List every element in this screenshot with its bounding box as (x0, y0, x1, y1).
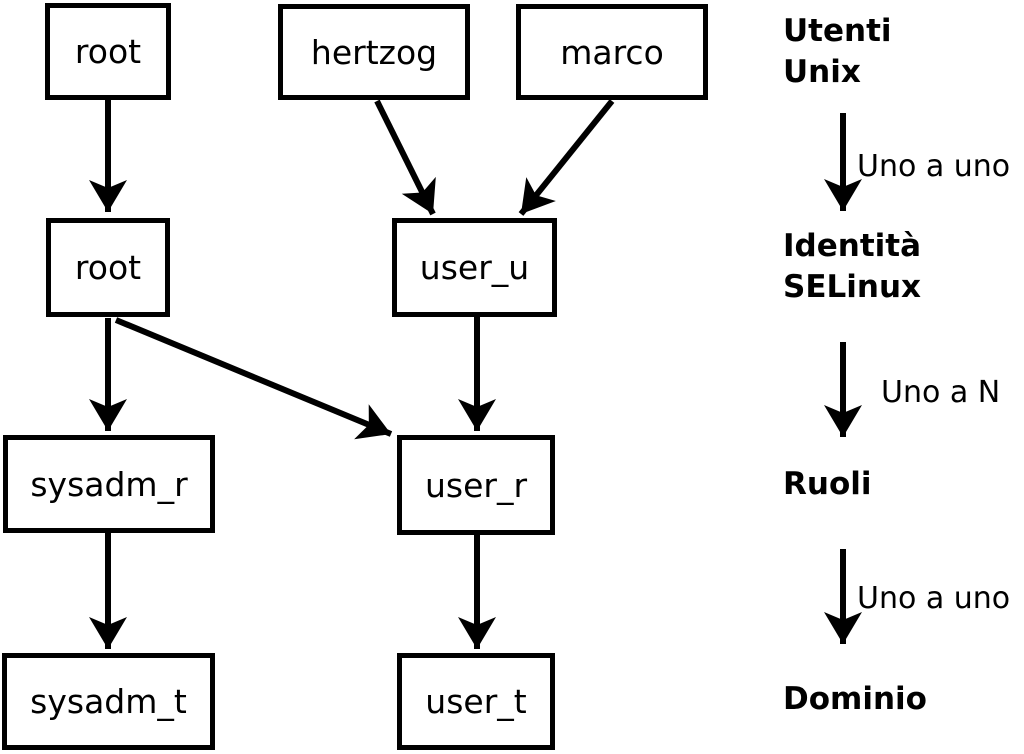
node-hertzog: hertzog (278, 4, 470, 100)
node-user-u: user_u (392, 218, 557, 317)
legend-stage-utenti-unix: Utenti Unix (783, 13, 892, 90)
node-user-t: user_t (397, 653, 555, 750)
edge-root-selinux-to-user-r (114, 317, 393, 440)
legend-stage-ruoli: Ruoli (783, 466, 872, 502)
node-sysadm-r: sysadm_r (3, 435, 215, 533)
edge-hertzog-to-user-u (374, 99, 436, 216)
edge-marco-to-user-u (518, 99, 615, 216)
legend-stage-dominio: Dominio (783, 681, 927, 717)
node-user-r: user_r (397, 435, 555, 535)
node-sysadm-t: sysadm_t (2, 653, 215, 750)
legend-relation-uno-a-uno-1: Uno a uno (857, 149, 1011, 184)
legend-relation-uno-a-n: Uno a N (881, 375, 1001, 410)
node-root-unix: root (45, 3, 171, 100)
node-root-selinux: root (46, 218, 170, 317)
legend-stage-identita-selinux: Identità SELinux (783, 228, 922, 305)
node-marco: marco (516, 4, 708, 100)
legend-relation-uno-a-uno-2: Uno a uno (857, 581, 1011, 616)
